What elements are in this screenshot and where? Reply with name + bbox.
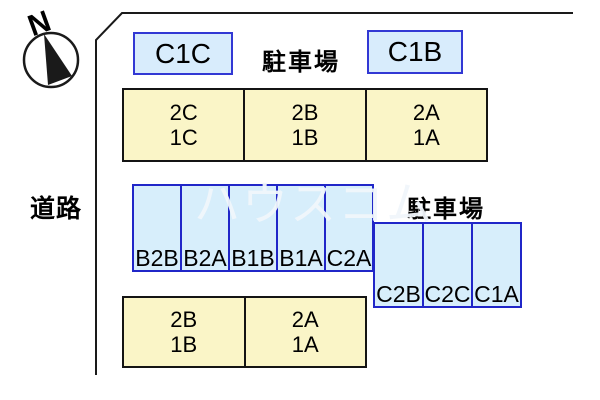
building-block-bottom: 2B 1B 2A 1A: [122, 296, 367, 368]
parking-stall: B1A: [276, 184, 326, 272]
compass-north-label: N: [24, 5, 56, 43]
compass-needle: [44, 34, 72, 85]
building-unit: 2A 1A: [243, 298, 366, 366]
parking-stall-row-middle: B2B B2A B1B B1A C2A: [132, 184, 374, 272]
building-unit: 2B 1B: [243, 90, 364, 160]
carport-stall-c1b: C1B: [367, 30, 463, 74]
building-block-top: 2C 1C 2B 1B 2A 1A: [122, 88, 488, 162]
unit-upper-label: 2B: [170, 307, 198, 332]
building-unit: 2A 1A: [364, 90, 486, 160]
parking-stall-row-right: C2B C2C C1A: [373, 222, 522, 308]
building-unit: 2C 1C: [124, 90, 243, 160]
building-unit: 2B 1B: [124, 298, 244, 366]
carport-stall-c1c: C1C: [133, 32, 233, 75]
compass-icon: N: [22, 5, 80, 89]
unit-upper-label: 2A: [291, 307, 319, 332]
parking-stall: B1B: [228, 184, 278, 272]
unit-upper-label: 2C: [169, 100, 198, 125]
unit-upper-label: 2A: [412, 100, 440, 125]
parking-stall: B2B: [132, 184, 182, 272]
unit-lower-label: 1A: [412, 125, 440, 150]
parking-stall: C2B: [373, 222, 424, 308]
unit-lower-label: 1C: [169, 125, 198, 150]
road-label: 道路: [30, 195, 83, 223]
parking-stall: B2A: [180, 184, 230, 272]
parking-stall: C2C: [422, 222, 473, 308]
unit-lower-label: 1B: [291, 125, 319, 150]
property-boundary-line: [95, 12, 573, 375]
parking-area-top-label: 駐車場: [262, 49, 340, 76]
parking-area-right-label: 駐車場: [407, 196, 485, 223]
unit-lower-label: 1A: [291, 332, 319, 357]
parking-stall: C2A: [324, 184, 374, 272]
unit-upper-label: 2B: [291, 100, 319, 125]
unit-lower-label: 1B: [170, 332, 198, 357]
parking-stall: C1A: [471, 222, 522, 308]
